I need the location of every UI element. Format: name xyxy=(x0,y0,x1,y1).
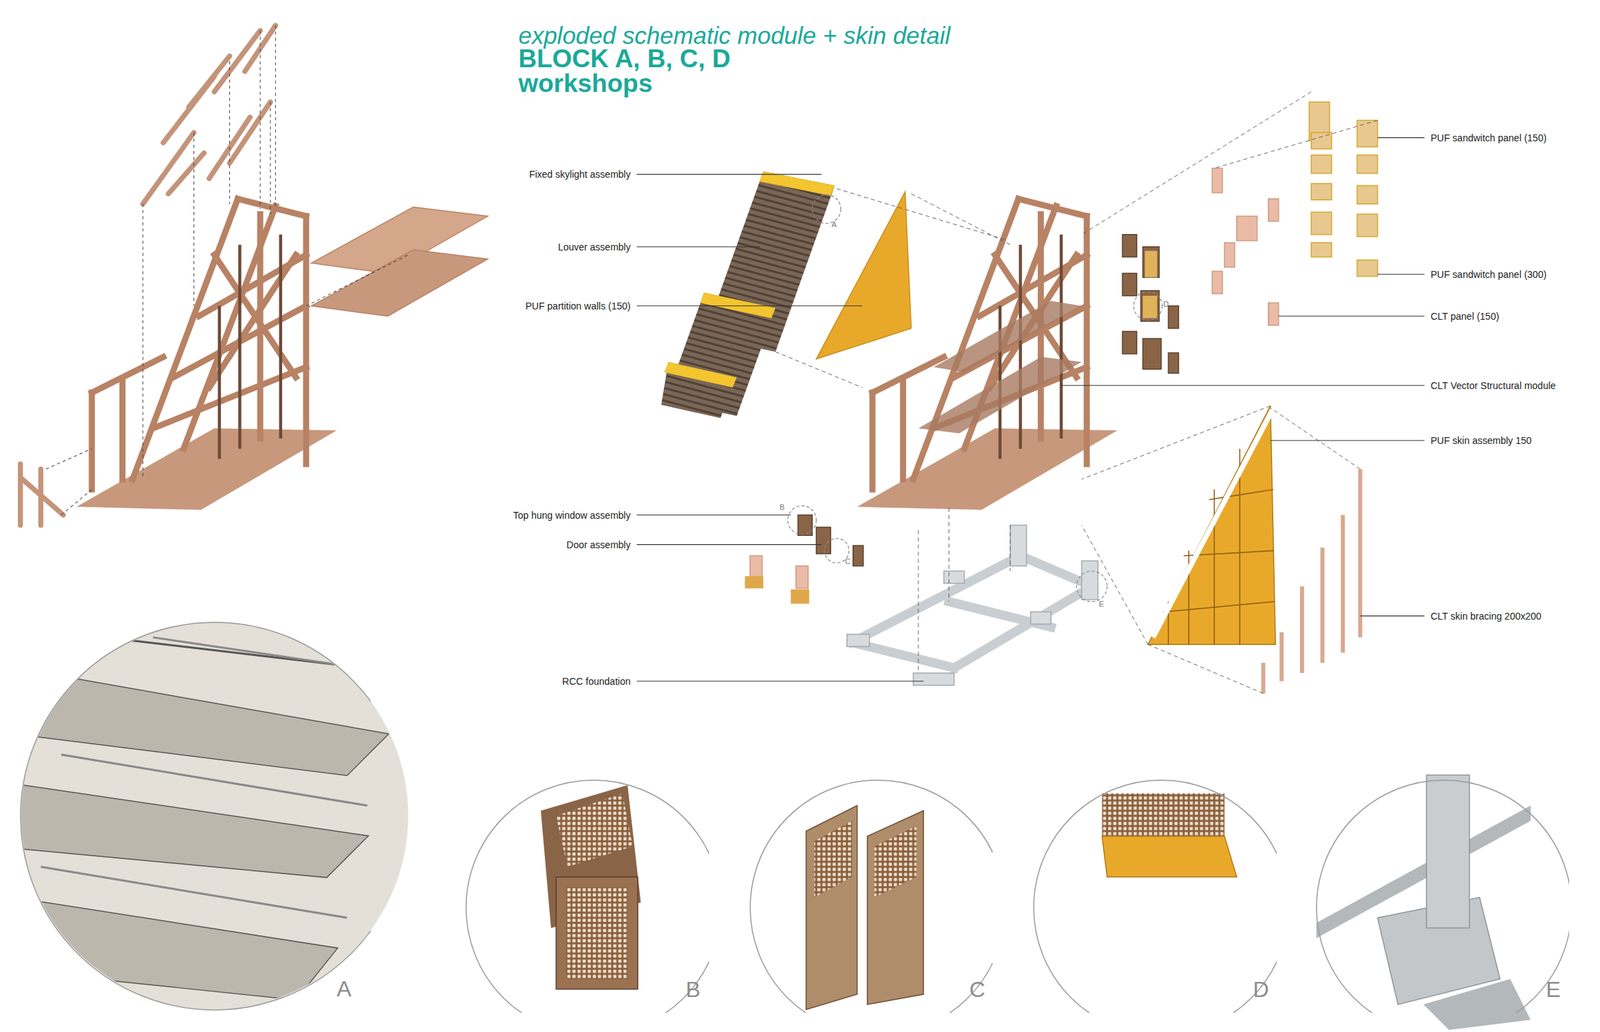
detail-letter: E xyxy=(1545,977,1561,1003)
callout-label: PUF partition walls (150) xyxy=(525,300,631,312)
detail-letter: A xyxy=(337,976,352,1003)
circle-outline xyxy=(466,780,710,1014)
circle-outline xyxy=(18,620,371,1014)
detail-circle: D xyxy=(1031,778,1277,1014)
detail-circle: E xyxy=(1314,778,1570,1014)
callout-label: CLT Vector Structural module xyxy=(1430,380,1556,392)
detail-letter: B xyxy=(685,977,701,1003)
callout-label: Louver assembly xyxy=(558,241,631,253)
callout-label: PUF sandwitch panel (150) xyxy=(1430,132,1547,144)
callout-label: Fixed skylight assembly xyxy=(529,168,631,180)
detail-letter: C xyxy=(969,977,985,1003)
circle-outline xyxy=(1031,778,1277,1014)
detail-marker: B xyxy=(779,503,785,512)
callout-label: RCC foundation xyxy=(562,676,631,688)
circle-outline xyxy=(1316,780,1570,1014)
circle-outline xyxy=(20,622,371,1011)
circle-outline xyxy=(750,780,994,1014)
circle-outline xyxy=(1033,780,1277,1014)
detail-letter: D xyxy=(1253,977,1270,1003)
callout-label: CLT panel (150) xyxy=(1430,310,1500,322)
subtitle: workshops xyxy=(518,69,653,99)
detail-circle: B xyxy=(464,778,710,1014)
detail-marker: A xyxy=(831,220,837,229)
callout-label: PUF sandwitch panel (300) xyxy=(1430,269,1547,281)
detail-circle: C xyxy=(748,778,994,1014)
detail-marker: C xyxy=(844,557,851,566)
circle-outline xyxy=(1314,778,1570,1014)
callout-label: PUF skin assembly 150 xyxy=(1430,435,1532,447)
circle-outline xyxy=(464,778,710,1014)
detail-marker: E xyxy=(1098,599,1104,609)
detail-marker: D xyxy=(1163,299,1169,309)
callout-label: CLT skin bracing 200x200 xyxy=(1430,610,1541,622)
callout-label: Door assembly xyxy=(566,539,631,551)
detail-circle: A xyxy=(18,620,371,1014)
callout-label: Top hung window assembly xyxy=(513,509,631,521)
circle-outline xyxy=(748,778,994,1014)
